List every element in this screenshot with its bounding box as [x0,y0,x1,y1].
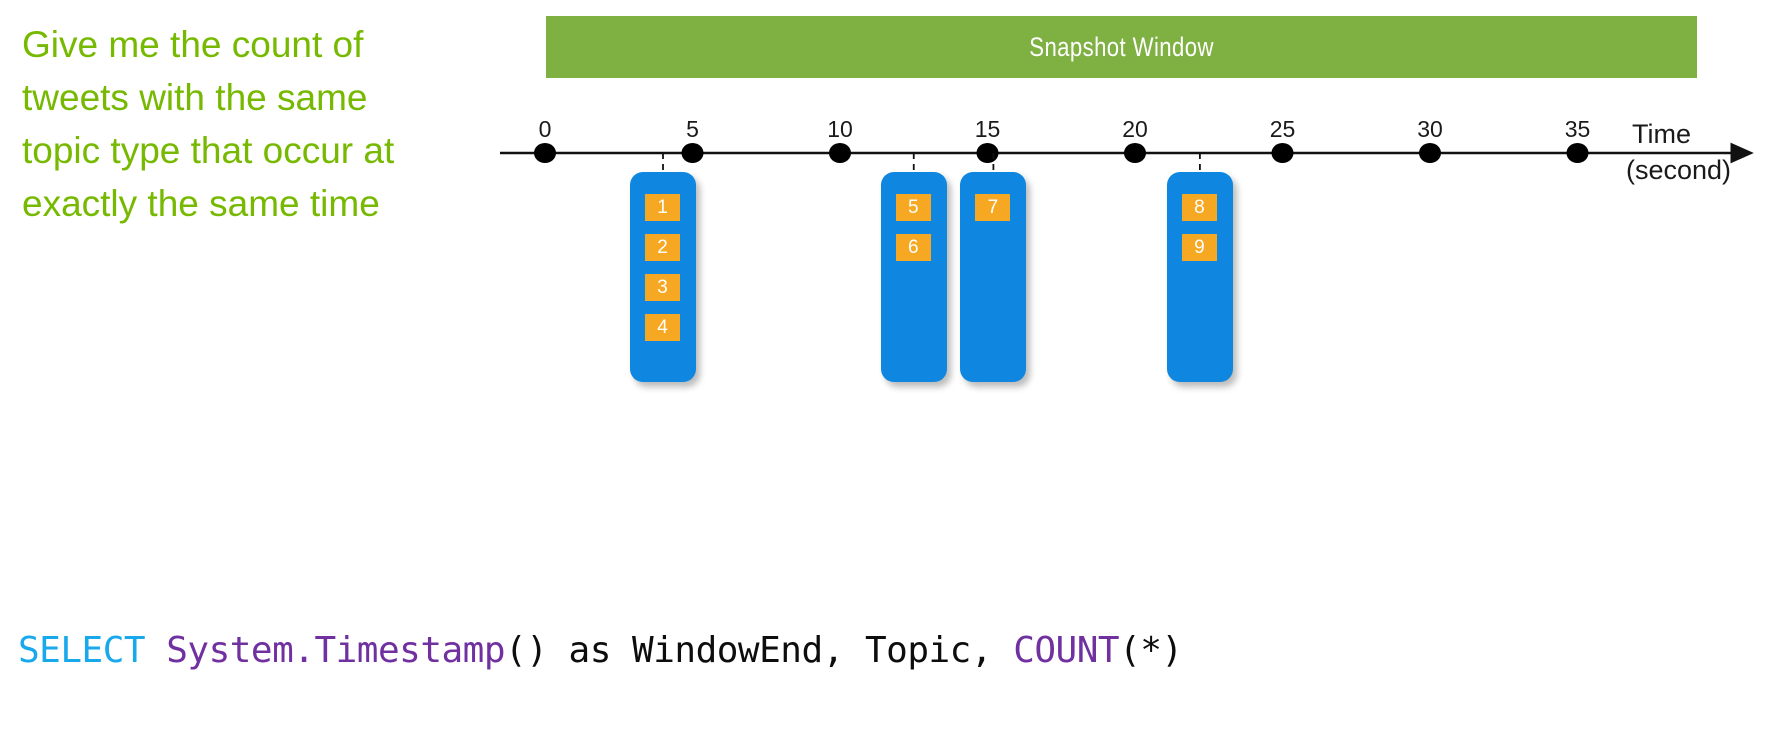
axis-tick-label-5: 5 [686,116,699,142]
axis-tick-dot-35 [1566,143,1589,163]
event-tile-9[interactable]: 9 [1181,234,1217,261]
event-tile-2[interactable]: 2 [645,234,680,261]
axis-tick-label-10: 10 [827,116,853,142]
axis-tick-label-30: 30 [1417,116,1443,142]
event-tile-7[interactable]: 7 [975,194,1011,221]
sql-query-block: SELECT System.Timestamp() as WindowEnd, … [18,518,1183,744]
axis-tick-dot-5 [681,143,704,163]
axis-tick-dot-15 [976,143,999,163]
sql-line-1: SELECT System.Timestamp() as WindowEnd, … [18,624,1183,677]
snapshot-window-banner: Snapshot Window [546,16,1697,78]
axis-tick-dot-20 [1124,143,1146,163]
sql-function-system-timestamp-1: System.Timestamp [166,630,506,671]
question-text: Give me the count of tweets with the sam… [22,24,405,224]
event-tile-8[interactable]: 8 [1181,194,1217,221]
sql-text-1: () as WindowEnd, Topic, [505,630,1014,671]
axis-tick-dot-25 [1271,143,1294,163]
axis-tick-dot-10 [829,143,851,163]
event-tile-6[interactable]: 6 [895,234,931,261]
sql-keyword-select: SELECT [18,630,146,671]
event-group-group-3[interactable]: 7 [960,172,1027,382]
axis-tick-label-20: 20 [1122,116,1148,142]
axis-tick-label-15: 15 [974,116,1001,142]
axis-tick-label-35: 35 [1564,116,1591,142]
snapshot-window-label: Snapshot Window [1029,31,1214,62]
time-axis-unit: (second) [1626,155,1732,185]
event-tile-5[interactable]: 5 [895,194,931,221]
event-group-group-1[interactable]: 1 2 3 4 [630,172,696,382]
axis-tick-label-0: 0 [538,116,552,142]
sql-space-1 [145,630,166,671]
event-tile-1[interactable]: 1 [645,194,680,221]
sql-function-count: COUNT [1013,630,1120,671]
axis-tick-dots [534,143,1589,163]
axis-tick-label-25: 25 [1269,116,1296,142]
axis-tick-dot-0 [534,143,556,163]
axis-tick-dot-30 [1419,143,1441,163]
event-tile-3[interactable]: 3 [645,274,680,301]
time-axis [500,142,1754,202]
event-tile-4[interactable]: 4 [645,314,680,341]
time-axis-title: Time [1632,119,1691,149]
sql-text-2: (*) [1119,630,1183,671]
